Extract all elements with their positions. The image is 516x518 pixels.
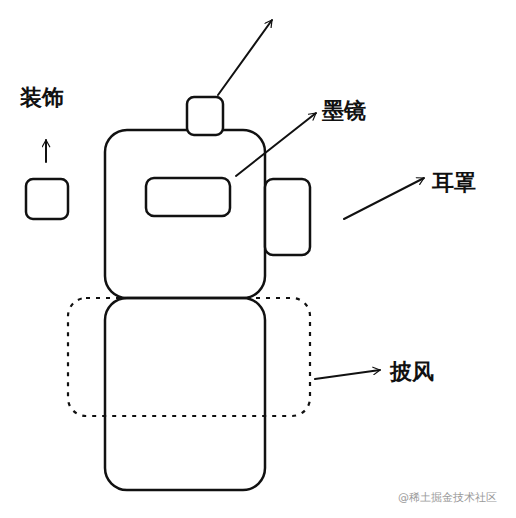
- part-label: 墨镜: [322, 99, 366, 123]
- decoration-box: [26, 179, 68, 219]
- leader-arrow: [218, 20, 272, 95]
- part-label: 装饰: [20, 86, 64, 110]
- watermark: @稀土掘金技术社区: [398, 492, 497, 504]
- leader-arrow: [236, 113, 316, 176]
- sunglasses: [146, 178, 230, 216]
- head: [105, 130, 265, 298]
- body: [105, 298, 265, 490]
- top-block: [187, 97, 223, 135]
- part-label: 耳罩: [432, 171, 476, 195]
- ear-muff: [265, 179, 310, 255]
- leader-arrow: [344, 178, 424, 219]
- leader-arrow: [45, 140, 47, 162]
- part-label: 披风: [390, 360, 434, 384]
- leader-arrow: [315, 370, 380, 379]
